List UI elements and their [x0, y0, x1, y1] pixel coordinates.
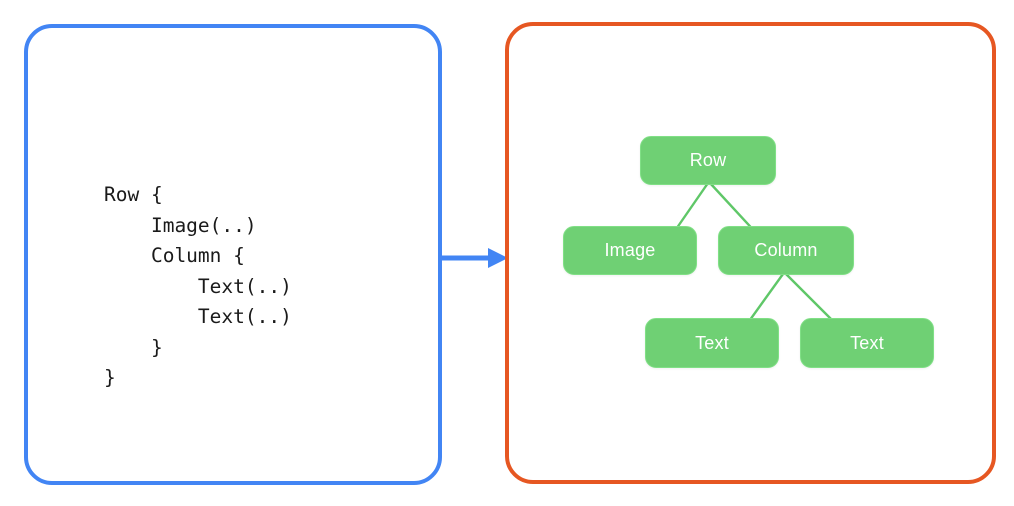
composable-source-code: Row { Image(..) Column { Text(..) Text(.… — [104, 183, 292, 389]
tree-node-image[interactable]: Image — [563, 226, 697, 275]
tree-node-label: Column — [754, 240, 818, 260]
code-panel: Row { Image(..) Column { Text(..) Text(.… — [24, 24, 442, 485]
tree-node-label: Image — [604, 240, 656, 260]
arrow-right-icon — [438, 248, 508, 268]
tree-node-label: Text — [695, 332, 729, 353]
tree-node-label: Row — [689, 150, 727, 170]
tree-node-text-2[interactable]: Text — [800, 318, 934, 368]
tree-node-column[interactable]: Column — [718, 226, 854, 275]
tree-node-row[interactable]: Row — [640, 136, 776, 185]
tree-node-label: Text — [850, 332, 884, 353]
tree-node-text-1[interactable]: Text — [645, 318, 779, 368]
arrow-head — [488, 248, 508, 268]
